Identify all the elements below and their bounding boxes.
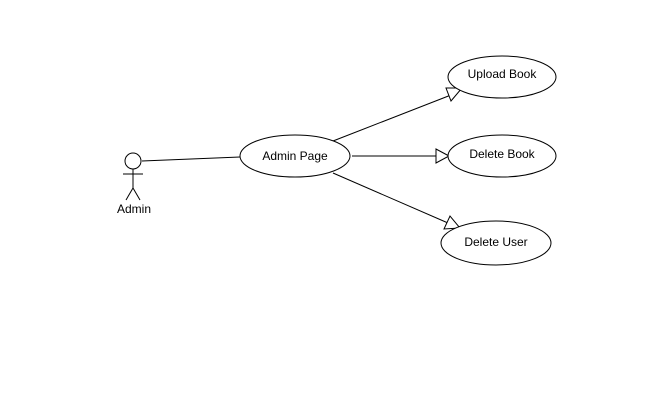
generalization-arrowhead	[435, 148, 451, 164]
generalization-delete-user	[332, 172, 462, 230]
use-case-label: Admin Page	[262, 149, 328, 163]
generalization-delete-book	[352, 148, 451, 164]
association-line	[141, 156, 241, 162]
use-case-delete-book[interactable]: Delete Book	[447, 134, 557, 178]
generalization-line	[332, 94, 452, 142]
use-case-ellipse	[239, 134, 351, 178]
generalization-arrowhead	[443, 215, 462, 230]
use-case-label: Upload Book	[468, 67, 538, 81]
use-case-delete-user[interactable]: Delete User	[440, 220, 552, 266]
actor-admin[interactable]: Admin	[117, 152, 151, 216]
generalization-upload-book	[332, 87, 464, 142]
generalization-line	[332, 172, 449, 224]
actor-label: Admin	[117, 202, 151, 216]
generalization-arrowhead	[445, 87, 464, 102]
actor-left-leg	[125, 187, 134, 201]
use-case-upload-book[interactable]: Upload Book	[447, 55, 557, 99]
use-case-ellipse	[447, 55, 557, 99]
use-case-label: Delete Book	[469, 147, 535, 161]
actor-head	[124, 152, 142, 170]
actor-right-leg	[132, 187, 141, 201]
use-case-ellipse	[440, 220, 552, 266]
use-case-label: Delete User	[464, 235, 527, 249]
use-case-admin-page[interactable]: Admin Page	[239, 134, 351, 178]
use-case-ellipse	[447, 134, 557, 178]
